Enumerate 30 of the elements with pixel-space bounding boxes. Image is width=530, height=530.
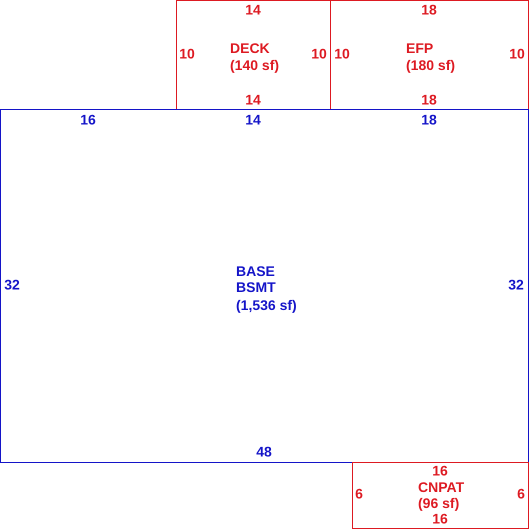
- dimension-label: 32: [508, 278, 524, 292]
- dimension-label: 14: [245, 2, 261, 18]
- dimension-label: 14: [245, 92, 261, 108]
- dimension-label: 10: [311, 46, 327, 62]
- dimension-label: 18: [421, 112, 437, 128]
- dimension-label: 16: [432, 512, 448, 526]
- dimension-label: 10: [509, 46, 525, 62]
- deck-outline: [176, 0, 331, 110]
- patio-outline: [352, 462, 529, 529]
- area-size: (96 sf): [418, 495, 460, 511]
- dimension-label: 6: [517, 486, 525, 502]
- dimension-label: 14: [245, 112, 261, 128]
- dimension-label: 18: [421, 2, 437, 18]
- porch-outline: [330, 0, 529, 110]
- area-name: BASE BSMT: [236, 263, 277, 295]
- area-name: CNPAT: [418, 479, 464, 495]
- dimension-label: 10: [334, 46, 350, 62]
- area-size: (140 sf): [230, 57, 280, 73]
- area-size: (1,536 sf): [236, 297, 297, 313]
- area-size: (180 sf): [406, 57, 456, 73]
- dimension-label: 16: [432, 464, 448, 478]
- dimension-label: 32: [4, 278, 20, 292]
- dimension-label: 6: [355, 486, 363, 502]
- dimension-label: 18: [421, 92, 437, 108]
- dimension-label: 48: [256, 444, 272, 460]
- area-name: DECK: [230, 40, 270, 56]
- dimension-label: 16: [80, 112, 96, 128]
- basement-outline: [0, 109, 529, 463]
- area-name: EFP: [406, 40, 434, 56]
- dimension-label: 10: [179, 46, 195, 62]
